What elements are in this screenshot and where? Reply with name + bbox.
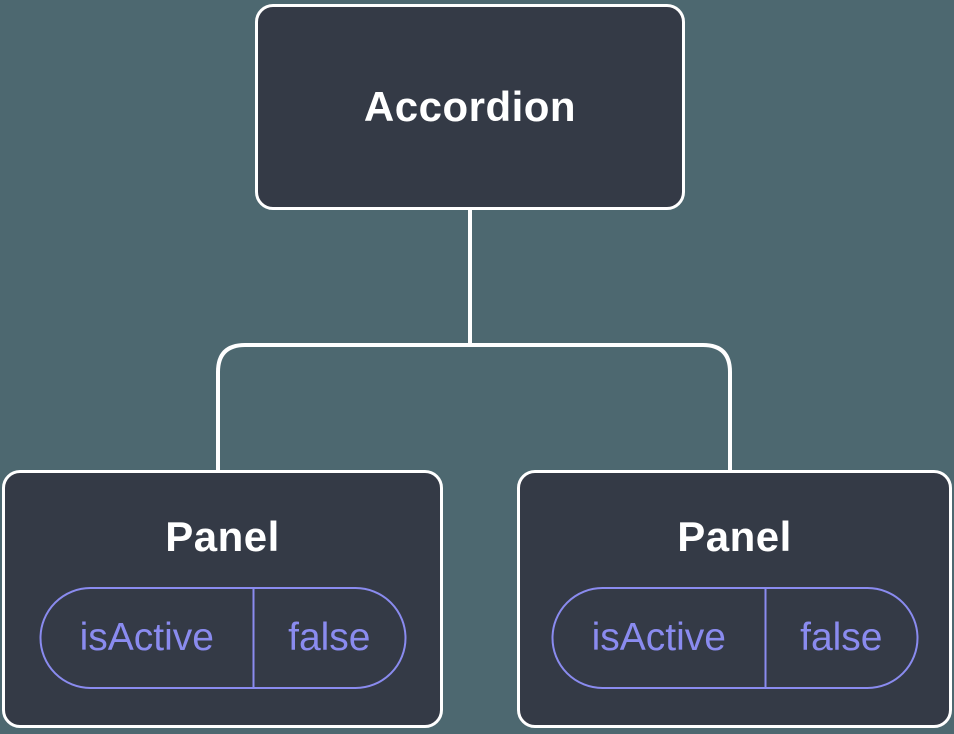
state-name-cell: isActive <box>79 616 214 659</box>
state-name-cell: isActive <box>591 616 726 659</box>
node-panel-left-label: Panel <box>165 513 280 560</box>
state-pill-right: isActive false <box>551 587 918 689</box>
node-accordion: Accordion <box>255 4 685 210</box>
node-accordion-label: Accordion <box>363 83 577 130</box>
node-panel-right: Panel isActive false <box>517 470 952 728</box>
node-panel-left: Panel isActive false <box>2 470 443 728</box>
state-value-cell: false <box>252 589 404 687</box>
state-value-cell: false <box>764 589 916 687</box>
node-panel-right-label: Panel <box>677 513 792 560</box>
state-pill-left: isActive false <box>39 587 406 689</box>
